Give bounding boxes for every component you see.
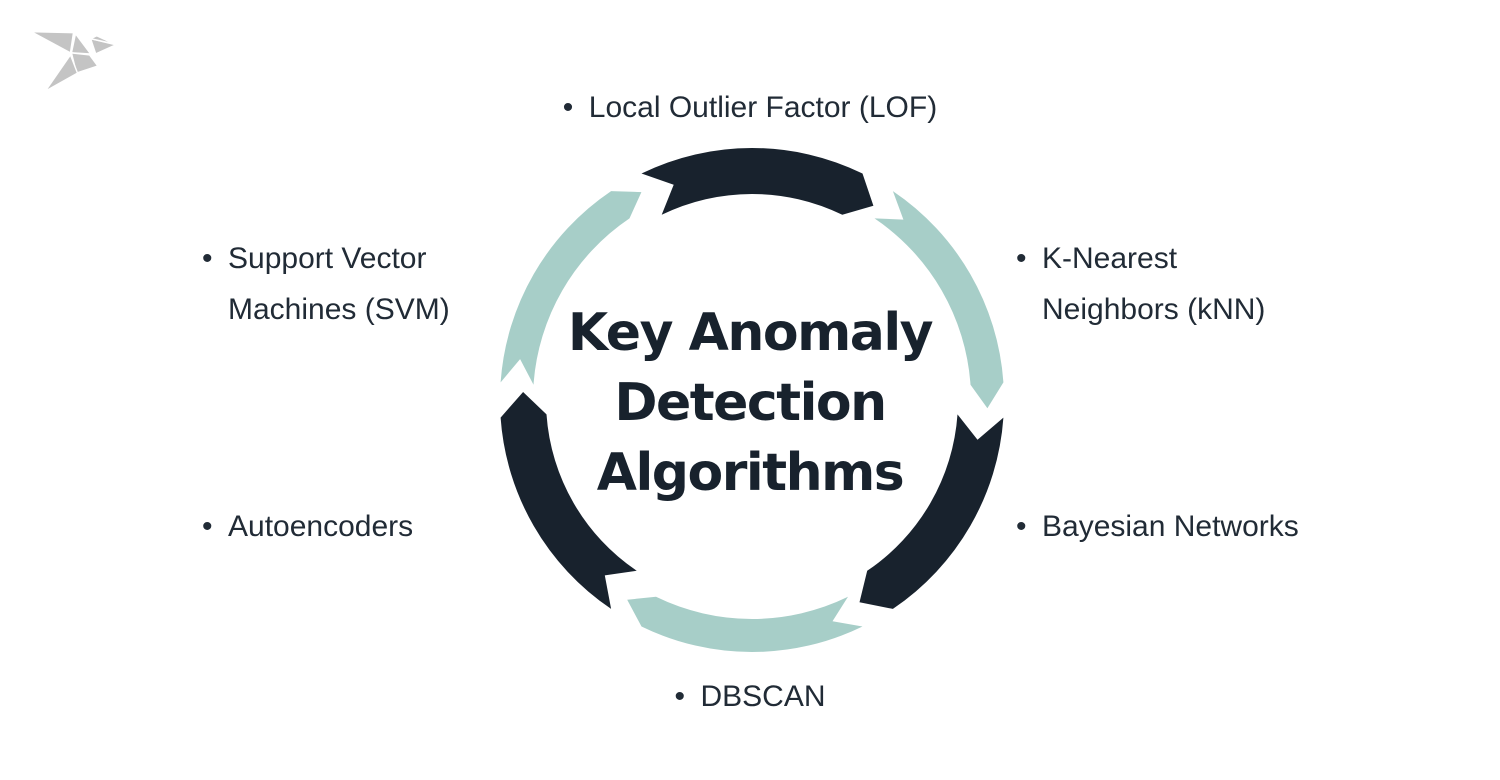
list-item-label: Bayesian Networks bbox=[1042, 510, 1299, 543]
list-item-autoencoders: • Autoencoders bbox=[202, 501, 413, 552]
bullet-icon: • bbox=[1016, 242, 1027, 275]
bullet-icon: • bbox=[1016, 510, 1027, 543]
list-item-dbscan: • DBSCAN bbox=[674, 671, 825, 722]
title-line-2: Detection bbox=[614, 373, 887, 433]
title-line-1: Key Anomaly bbox=[567, 303, 934, 363]
ring-segment-upper-left bbox=[500, 191, 642, 385]
ring-segment-upper-right bbox=[874, 191, 1004, 409]
list-item-label: Local Outlier Factor (LOF) bbox=[588, 91, 938, 124]
page-title: Key Anomaly Detection Algorithms bbox=[567, 298, 934, 508]
list-item-label: DBSCAN bbox=[700, 680, 826, 713]
list-item-label: Neighbors (kNN) bbox=[1042, 293, 1266, 326]
bullet-icon: • bbox=[202, 242, 213, 275]
list-item-label: Support Vector bbox=[228, 242, 427, 275]
bullet-icon: • bbox=[562, 91, 574, 124]
origami-bird-logo bbox=[30, 30, 117, 92]
origami-bird-shapes bbox=[30, 30, 117, 92]
bird-wing bbox=[30, 30, 75, 54]
title-line-3: Algorithms bbox=[596, 443, 905, 503]
list-item-label: Machines (SVM) bbox=[228, 293, 450, 326]
bullet-icon: • bbox=[674, 680, 685, 713]
bird-head bbox=[89, 34, 115, 45]
list-item-label: Autoencoders bbox=[228, 510, 414, 543]
list-item-label: K-Nearest bbox=[1042, 242, 1178, 275]
list-item-knn: • K-Nearest Neighbors (kNN) bbox=[1016, 233, 1265, 335]
list-item-svm: • Support Vector Machines (SVM) bbox=[202, 233, 450, 335]
ring-segment-bottom bbox=[627, 596, 863, 653]
bird-tail bbox=[44, 54, 79, 92]
ring-segment-top bbox=[641, 147, 874, 215]
list-item-bayesian-networks: • Bayesian Networks bbox=[1016, 501, 1299, 552]
list-item-lof: • Local Outlier Factor (LOF) bbox=[563, 82, 937, 133]
bullet-icon: • bbox=[202, 510, 213, 543]
ring-segment-lower-right bbox=[859, 414, 1004, 609]
ring-segment-lower-left bbox=[500, 392, 637, 609]
